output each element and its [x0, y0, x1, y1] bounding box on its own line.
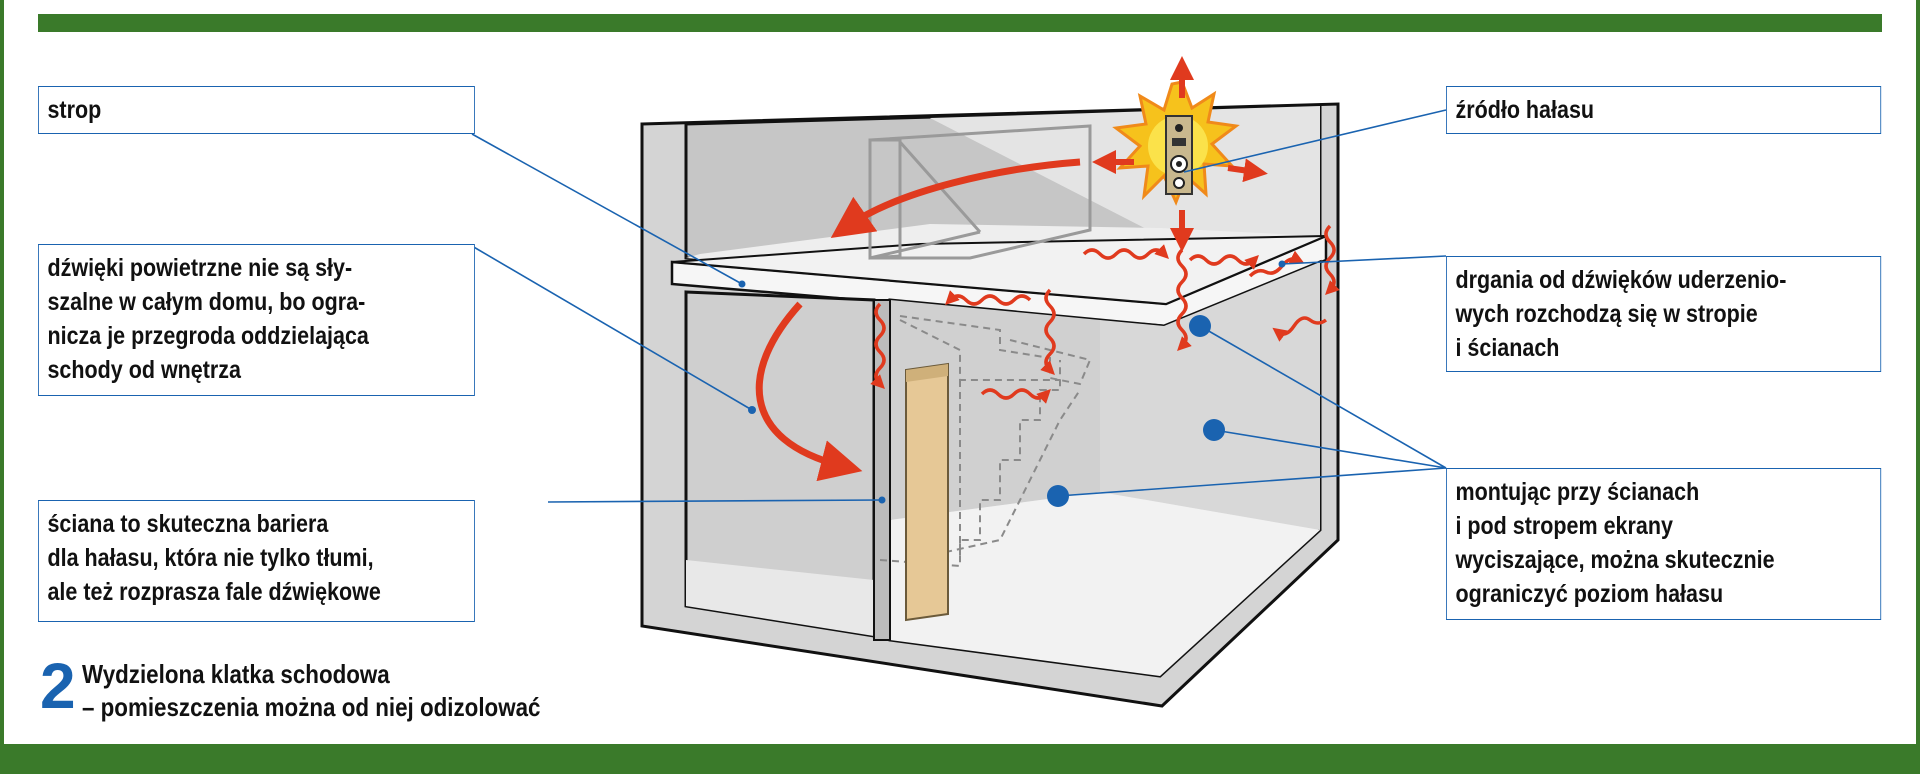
label-noise-source: źródło hałasu: [1446, 86, 1882, 134]
leader-lines: [471, 109, 1447, 503]
label-airborne-line: dźwięki powietrzne nie są sły-: [47, 254, 353, 282]
label-impact-vibration: drgania od dźwięków uderzenio- wych rozc…: [1446, 256, 1882, 372]
label-wall-line: ale też rozprasza fale dźwiękowe: [47, 578, 381, 606]
leader-dots: [738, 260, 1286, 507]
label-vibration-line: i ścianach: [1455, 334, 1560, 362]
noise-source-speaker: [1112, 80, 1240, 206]
label-mounting-line: montując przy ścianach: [1455, 478, 1700, 506]
label-mounting-screens: montując przy ścianach i pod stropem ekr…: [1446, 468, 1882, 620]
label-mounting-line: i pod stropem ekrany: [1455, 512, 1673, 540]
label-mounting-line: wyciszające, można skutecznie: [1455, 546, 1775, 574]
label-airborne-sound: dźwięki powietrzne nie są sły- szalne w …: [38, 244, 475, 396]
label-mounting-line: ograniczyć poziom hałasu: [1455, 580, 1724, 608]
label-airborne-line: szalne w całym domu, bo ogra-: [47, 288, 366, 316]
label-noise-source-text: źródło hałasu: [1455, 96, 1595, 124]
bottom-green-bar: [0, 744, 1920, 774]
label-wall-barrier: ściana to skuteczna bariera dla hałasu, …: [38, 500, 475, 622]
door: [905, 362, 949, 622]
label-vibration-line: wych rozchodzą się w stropie: [1455, 300, 1758, 328]
figure-caption-text: Wydzielona klatka schodowa – pomieszczen…: [82, 658, 540, 724]
caption-subtitle: – pomieszczenia można od niej odizolować: [81, 692, 541, 722]
figure-caption: 2 Wydzielona klatka schodowa – pomieszcz…: [40, 650, 615, 724]
noise-radiating-arrows: [1092, 56, 1268, 252]
vibration-wiggles: [870, 224, 1340, 404]
label-vibration-line: drgania od dźwięków uderzenio-: [1455, 266, 1787, 294]
label-wall-line: ściana to skuteczna bariera: [47, 510, 329, 538]
label-ceiling-text: strop: [47, 96, 102, 124]
label-airborne-line: schody od wnętrza: [47, 356, 242, 384]
airborne-sound-arrows: [755, 158, 1081, 482]
label-wall-line: dla hałasu, która nie tylko tłumi,: [47, 544, 374, 572]
label-airborne-line: nicza je przegroda oddzielająca: [47, 322, 369, 350]
figure-number: 2: [40, 650, 76, 722]
caption-title: Wydzielona klatka schodowa: [81, 659, 390, 689]
label-ceiling: strop: [38, 86, 475, 134]
building-shell: [640, 102, 1340, 708]
top-green-bar: [38, 14, 1882, 32]
